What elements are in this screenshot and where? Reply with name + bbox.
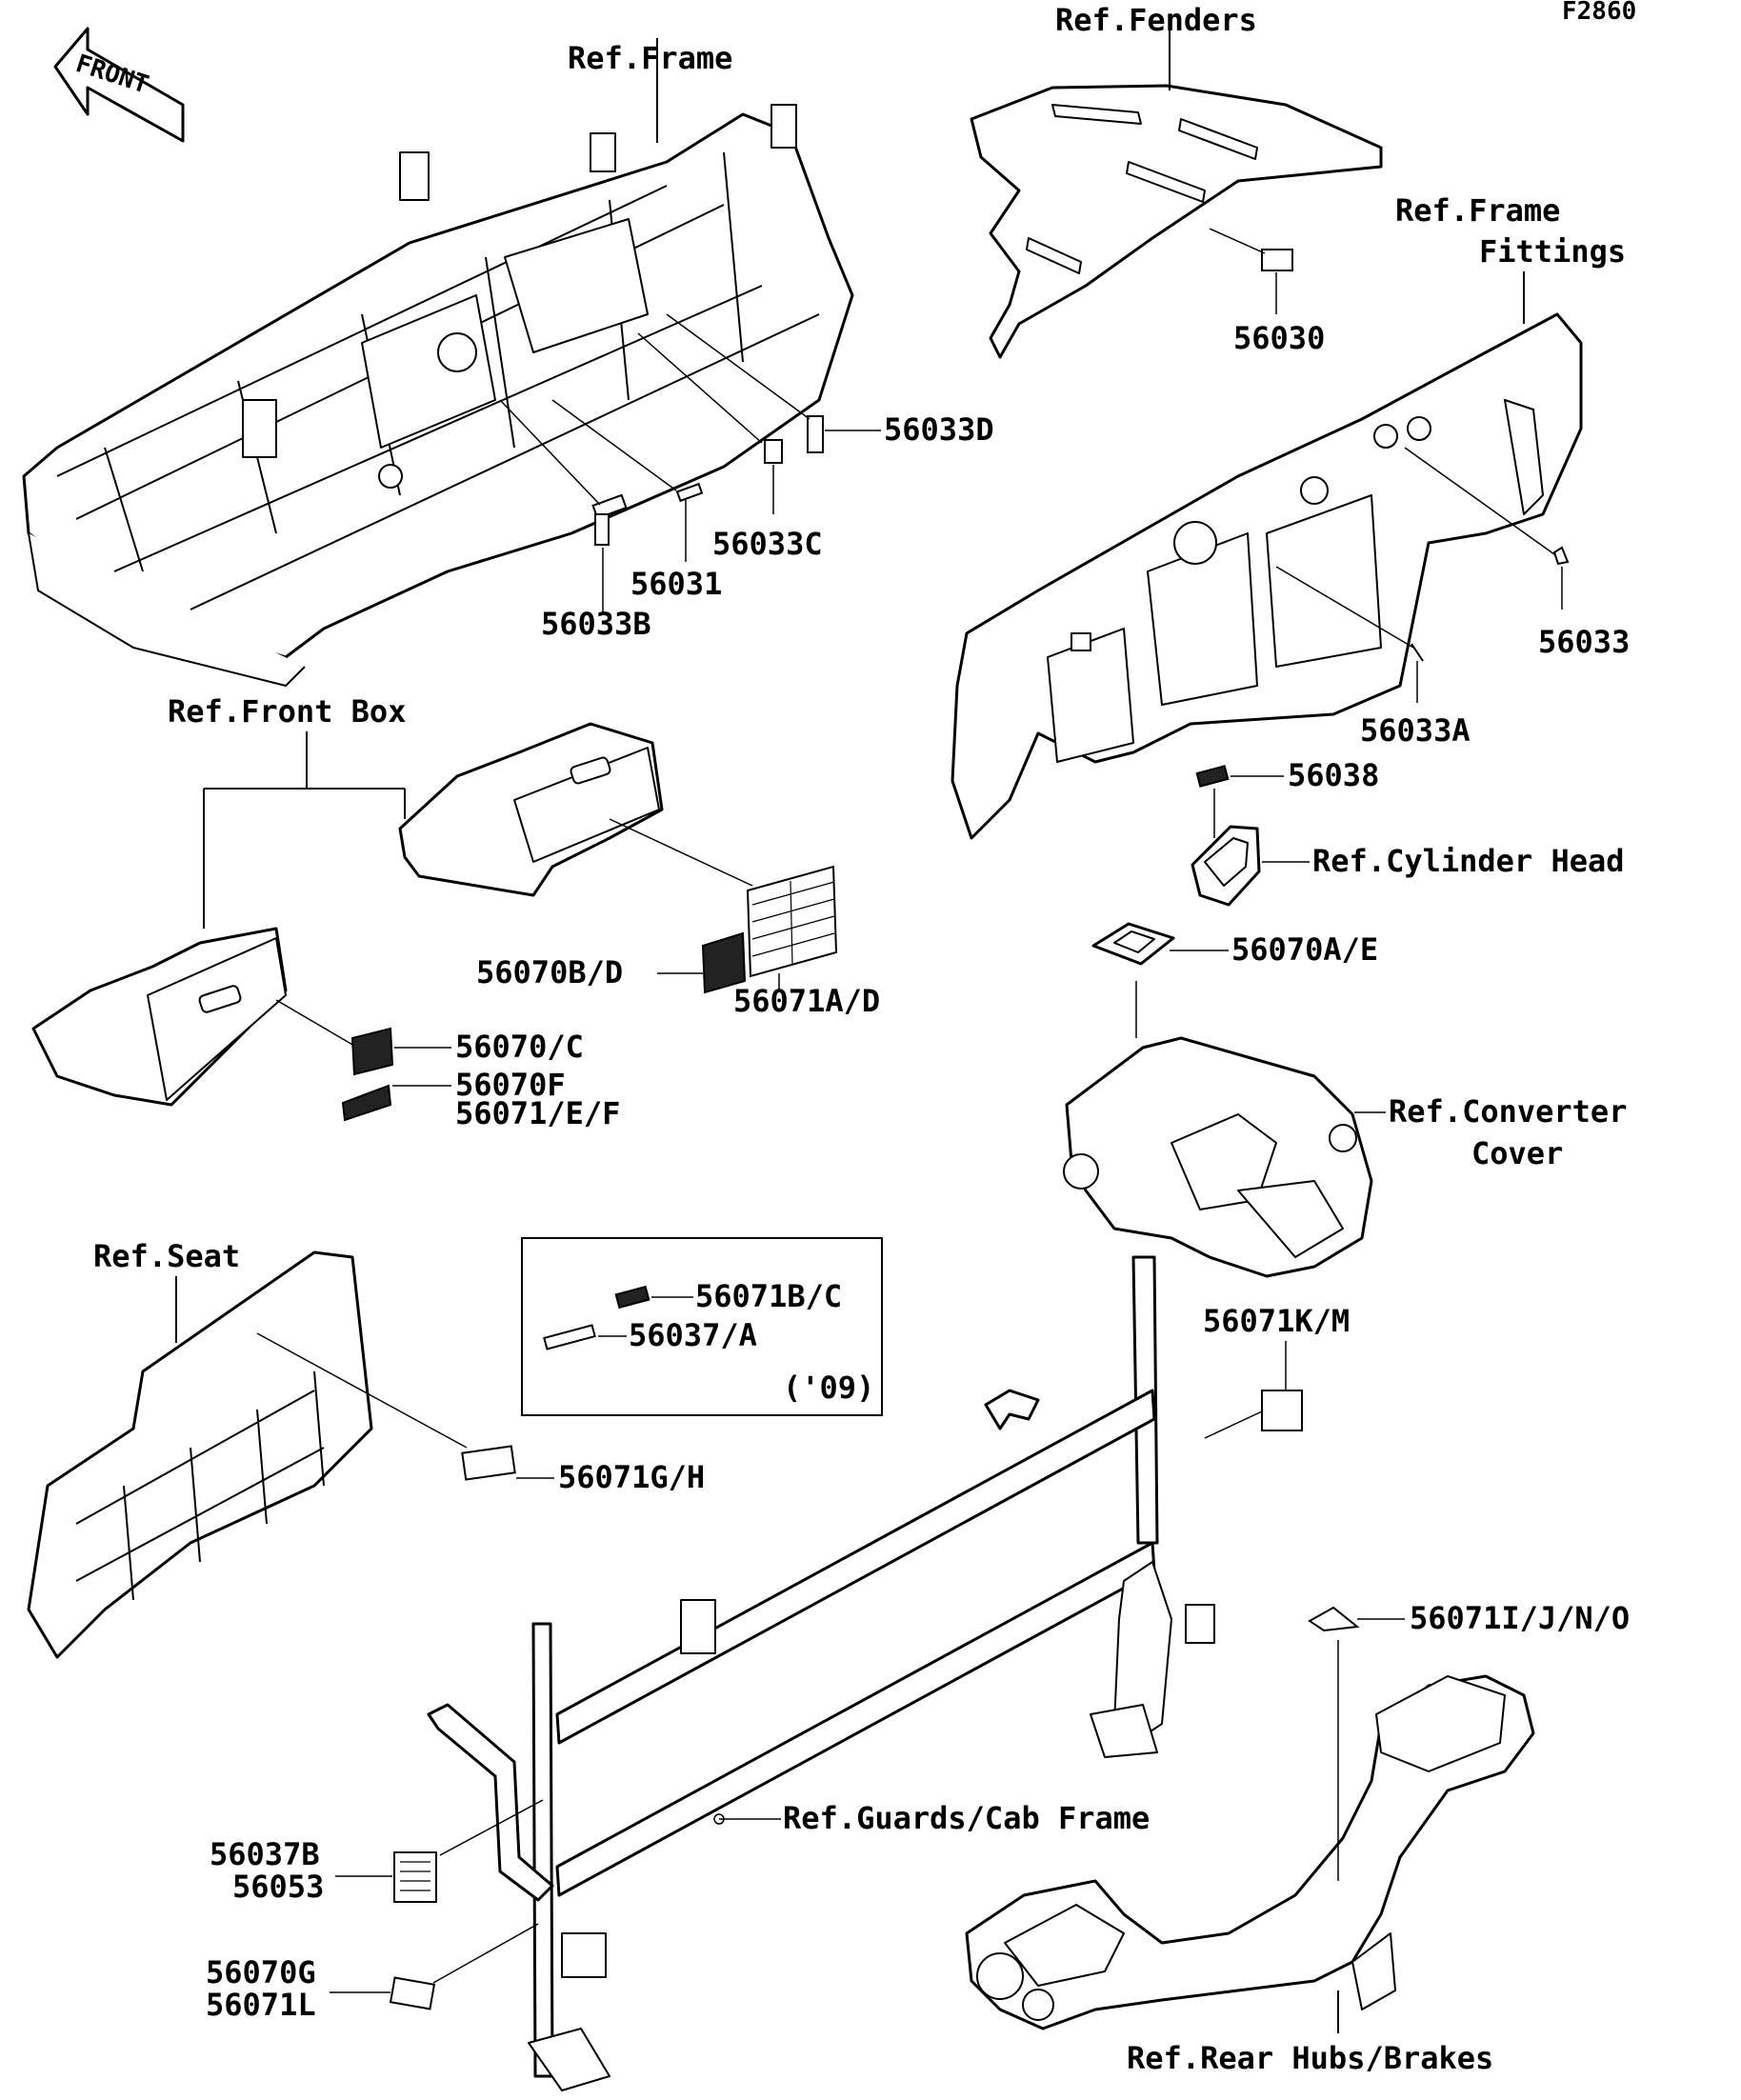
- part-56033a: 56033A: [1360, 712, 1471, 749]
- part-56053: 56053: [232, 1869, 324, 1905]
- cab-frame-drawing: [427, 1255, 1215, 2091]
- part-56071l: 56071L: [206, 1987, 316, 2023]
- front-box-drawing-upper: [398, 722, 664, 897]
- tag-56033a-graphic: [1411, 643, 1424, 662]
- converter-cover-drawing: [1063, 1036, 1373, 1278]
- part-56033: 56033: [1538, 624, 1630, 660]
- tag-56070ae-graphic: [1091, 922, 1175, 966]
- part-56031: 56031: [630, 566, 722, 602]
- year-inset-box: [521, 1237, 883, 1416]
- tag-56070c-graphic: [350, 1027, 394, 1076]
- tag-56033d-graphic: [807, 415, 824, 453]
- tag-56037b-graphic: [393, 1851, 437, 1903]
- part-56071ijno: 56071I/J/N/O: [1410, 1600, 1630, 1636]
- tag-56033b-vert: [594, 513, 610, 546]
- ref-converter-cover-label-1: Ref.Converter: [1389, 1093, 1627, 1130]
- ref-frame-fittings-label-1: Ref.Frame: [1395, 192, 1560, 229]
- part-56071km: 56071K/M: [1203, 1303, 1350, 1339]
- front-box-drawing-lower: [31, 927, 288, 1107]
- part-56037b: 56037B: [210, 1836, 320, 1872]
- part-56071bc: 56071B/C: [695, 1278, 842, 1314]
- part-56070g: 56070G: [206, 1954, 316, 1990]
- ref-converter-cover-label-2: Cover: [1471, 1135, 1563, 1171]
- tag-56030-graphic: [1261, 249, 1293, 271]
- ref-rear-hubs-brakes-label: Ref.Rear Hubs/Brakes: [1127, 2040, 1493, 2076]
- tag-56071ijno-graphic: [1308, 1606, 1360, 1632]
- part-56033b: 56033B: [541, 606, 651, 642]
- ref-frame-fittings-label-2: Fittings: [1479, 233, 1626, 270]
- part-56070ae: 56070A/E: [1231, 931, 1378, 968]
- part-56071ef: 56071/E/F: [455, 1095, 620, 1131]
- rear-hubs-brakes-drawing: [965, 1674, 1535, 2030]
- ref-seat-label: Ref.Seat: [93, 1238, 240, 1274]
- tag-56071ad-graphic: [746, 865, 838, 978]
- cab-frame-bolt-icon: [713, 1813, 725, 1825]
- frame-drawing: [22, 104, 854, 687]
- frame-fittings-drawing: [951, 312, 1583, 840]
- tag-56038-graphic: [1195, 765, 1230, 788]
- part-56037a: 56037/A: [629, 1317, 757, 1353]
- part-56033d: 56033D: [884, 411, 994, 448]
- tag-56070bd-graphic: [701, 931, 747, 994]
- tag-56071bc-graphic: [614, 1285, 650, 1310]
- cylinder-head-drawing: [1191, 825, 1261, 907]
- part-56070f: 56070F: [455, 1067, 566, 1103]
- tag-56033-graphic: [1552, 546, 1570, 566]
- tag-56037a-graphic: [543, 1324, 596, 1350]
- tag-56033c-graphic: [764, 439, 783, 464]
- diagram-id: F2860: [1562, 0, 1636, 26]
- tag-56031-graphic: [675, 482, 704, 503]
- tag-56070g-graphic: [389, 1976, 436, 2010]
- part-56071gh: 56071G/H: [558, 1459, 705, 1495]
- tag-56070f-graphic: [341, 1084, 392, 1122]
- fenders-drawing: [970, 84, 1383, 359]
- part-56071ad: 56071A/D: [733, 983, 880, 1019]
- ref-front-box-label: Ref.Front Box: [168, 693, 406, 730]
- part-56070c: 56070/C: [455, 1029, 584, 1065]
- tag-56071gh-graphic: [461, 1445, 516, 1481]
- front-arrow-icon: FRONT: [53, 27, 185, 143]
- year-note: ('09): [783, 1370, 874, 1406]
- seat-drawing: [27, 1250, 373, 1659]
- part-56030: 56030: [1233, 320, 1325, 356]
- part-56038: 56038: [1288, 757, 1379, 793]
- ref-fenders-label: Ref.Fenders: [1055, 2, 1257, 38]
- ref-frame-label: Ref.Frame: [568, 40, 732, 76]
- ref-guards-cab-frame-label: Ref.Guards/Cab Frame: [783, 1800, 1150, 1836]
- part-56033c: 56033C: [712, 526, 823, 562]
- ref-cylinder-head-label: Ref.Cylinder Head: [1312, 843, 1625, 879]
- tag-56033b-graphic: [591, 493, 628, 520]
- part-56070bd: 56070B/D: [476, 954, 623, 990]
- tag-56071km-graphic: [1261, 1390, 1303, 1431]
